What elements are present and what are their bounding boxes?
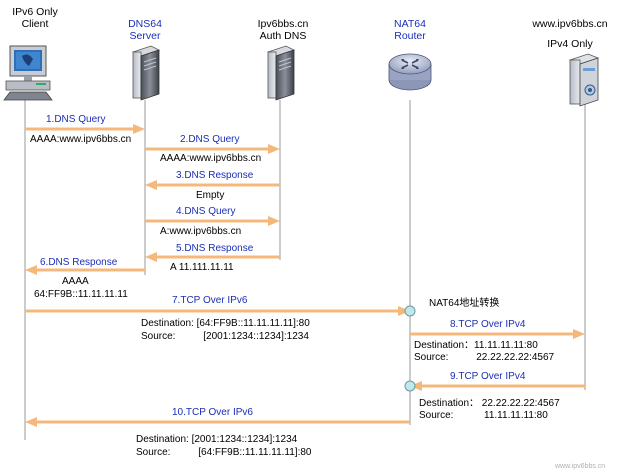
payload-note: Source: 22.22.22.22:4567 xyxy=(414,352,555,363)
payload-note: Source: [2001:1234::1234]:1234 xyxy=(141,331,309,342)
message-arrow xyxy=(410,381,585,391)
message-label: 9.TCP Over IPv4 xyxy=(450,371,526,382)
message-label: 6.DNS Response xyxy=(40,257,118,268)
server-tower-icon xyxy=(131,45,161,101)
participant-server-line2: IPv4 Only xyxy=(547,38,593,50)
payload-note: A 11.111.11.11 xyxy=(170,262,234,273)
message-arrows xyxy=(25,124,585,427)
message-arrow xyxy=(145,180,280,190)
participant-client-line1: IPv6 Only xyxy=(12,6,58,18)
payload-note: Destination： 22.22.22.22:4567 xyxy=(419,398,560,409)
payload-note: A:www.ipv6bbs.cn xyxy=(160,226,242,237)
nat-translation-note: NAT64地址转换 xyxy=(429,298,500,309)
message-label: 8.TCP Over IPv4 xyxy=(450,319,526,330)
participant-dns64-label: DNS64 Server xyxy=(110,18,180,42)
payload-note: Destination: [64:FF9B::11.11.11.11]:80 xyxy=(141,318,310,329)
participant-server-line1: www.ipv6bbs.cn xyxy=(532,18,608,30)
message-label: 10.TCP Over IPv6 xyxy=(172,407,253,418)
message-arrow xyxy=(25,306,410,316)
participant-dns64-line1: DNS64 xyxy=(128,18,162,30)
payload-note: Empty xyxy=(196,190,225,201)
participant-client-line2: Client xyxy=(21,18,49,30)
payload-note: Source: [64:FF9B::11.11.11.11]:80 xyxy=(136,447,312,458)
payload-note: 64:FF9B::11.11.11.11 xyxy=(34,289,128,300)
message-arrow xyxy=(25,265,145,275)
message-arrow xyxy=(25,417,410,427)
participant-dns64-line2: Server xyxy=(129,30,161,42)
message-label: 5.DNS Response xyxy=(176,243,254,254)
participant-client-label: IPv6 Only Client xyxy=(0,6,70,30)
participant-server-label: www.ipv6bbs.cn IPv4 Only xyxy=(515,18,625,50)
payload-note: AAAA:www.ipv6bbs.cn xyxy=(160,153,262,164)
participant-auth-label: Ipv6bbs.cn Auth DNS xyxy=(243,18,323,42)
message-label: 3.DNS Response xyxy=(176,170,254,181)
server-tower-icon xyxy=(568,53,600,107)
message-arrow xyxy=(145,216,280,226)
participant-auth-line1: Ipv6bbs.cn xyxy=(257,18,309,30)
watermark: www.ipv6bbs.cn xyxy=(555,463,606,470)
participant-nat64-line2: Router xyxy=(394,30,426,42)
payload-note: AAAA xyxy=(62,276,89,287)
nat-translation-marker xyxy=(404,380,416,392)
payload-note: Destination: [2001:1234::1234]:1234 xyxy=(136,434,298,445)
message-label: 4.DNS Query xyxy=(176,206,236,217)
message-arrow xyxy=(145,252,280,262)
message-arrow xyxy=(410,329,585,339)
payload-note: Destination：11.11.11.11:80 xyxy=(414,340,538,351)
participant-auth-line2: Auth DNS xyxy=(259,30,307,42)
participant-nat64-line1: NAT64 xyxy=(394,18,426,30)
payload-note: AAAA:www.ipv6bbs.cn xyxy=(30,134,132,145)
desktop-computer-icon xyxy=(3,45,53,101)
message-label: 7.TCP Over IPv6 xyxy=(172,295,248,306)
message-label: 2.DNS Query xyxy=(180,134,240,145)
participant-nat64-label: NAT64 Router xyxy=(375,18,445,42)
server-tower-icon xyxy=(266,45,296,101)
message-arrow xyxy=(145,144,280,154)
message-arrow xyxy=(25,124,145,134)
payload-note: Source: 11.11.11.11:80 xyxy=(419,410,548,421)
message-label: 1.DNS Query xyxy=(46,114,106,125)
router-icon xyxy=(388,53,432,91)
nat-translation-marker xyxy=(404,305,416,317)
